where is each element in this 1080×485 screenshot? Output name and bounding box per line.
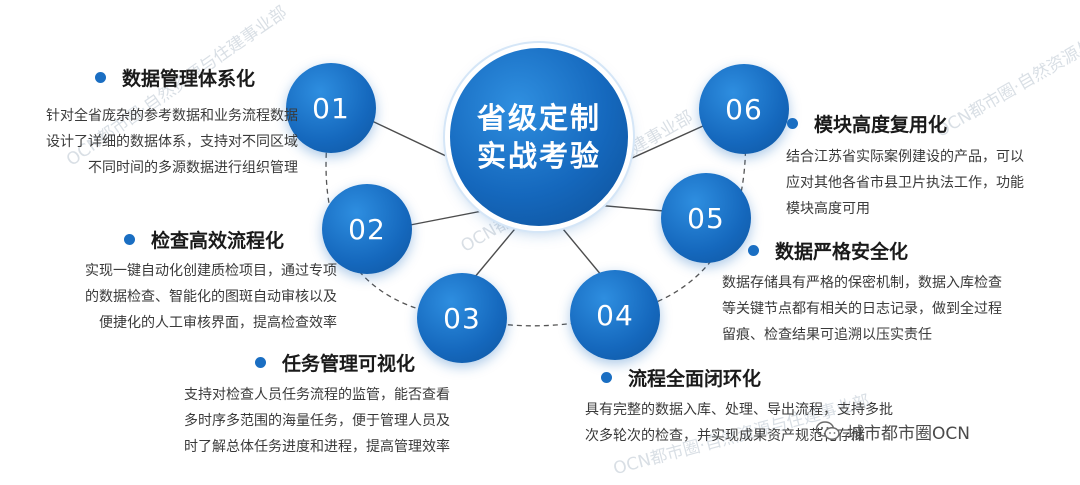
description-line: 不同时间的多源数据进行组织管理 <box>88 160 298 176</box>
description-line: 数据存储具有严格的保密机制，数据入库检查 <box>722 275 1002 291</box>
item-description-05: 数据存储具有严格的保密机制，数据入库检查 等关键节点都有相关的日志记录，做到全过… <box>722 270 1002 348</box>
item-heading-01: 数据管理体系化 <box>95 64 255 91</box>
hub-title-line-1: 省级定制 <box>476 101 601 135</box>
item-heading-06: 模块高度复用化 <box>787 110 947 137</box>
description-line: 留痕、检查结果可追溯以压实责任 <box>722 327 932 343</box>
item-heading-05: 数据严格安全化 <box>748 237 908 264</box>
description-line: 针对全省庞杂的参考数据和业务流程数据 <box>46 108 298 124</box>
bullet-dot-icon <box>748 245 759 256</box>
item-description-03: 支持对检查人员任务流程的监管，能否查看 多时序多范围的海量任务，便于管理人员及 … <box>184 382 450 460</box>
node-circle-04: 04 <box>570 270 660 360</box>
bullet-dot-icon <box>255 357 266 368</box>
node-number: 06 <box>725 92 763 126</box>
description-line: 等关键节点都有相关的日志记录，做到全过程 <box>722 301 1002 317</box>
node-number: 02 <box>348 212 386 246</box>
description-line: 设计了详细的数据体系，支持对不同区域 <box>46 134 298 150</box>
node-circle-05: 05 <box>661 173 751 263</box>
description-line: 次多轮次的检查，并实现成果资产规范化存储 <box>585 428 865 444</box>
central-hub: 省级定制 实战考验 <box>450 48 628 226</box>
hub-title-line-2: 实战考验 <box>476 139 601 173</box>
node-circle-06: 06 <box>699 64 789 154</box>
description-line: 模块高度可用 <box>786 201 870 217</box>
bullet-dot-icon <box>124 234 135 245</box>
node-circle-03: 03 <box>417 273 507 363</box>
description-line: 结合江苏省实际案例建设的产品，可以 <box>786 149 1024 165</box>
description-line: 具有完整的数据入库、处理、导出流程，支持多批 <box>585 402 893 418</box>
description-line: 实现一键自动化创建质检项目，通过专项 <box>85 263 337 279</box>
description-line: 应对其他各省市县卫片执法工作，功能 <box>786 175 1024 191</box>
bullet-dot-icon <box>95 72 106 83</box>
node-number: 01 <box>312 91 350 125</box>
node-number: 04 <box>596 298 634 332</box>
node-number: 05 <box>687 201 725 235</box>
description-line: 多时序多范围的海量任务，便于管理人员及 <box>184 413 450 429</box>
description-line: 的数据检查、智能化的图斑自动审核以及 <box>85 289 337 305</box>
wechat-icon <box>815 421 840 441</box>
item-title: 模块高度复用化 <box>814 114 948 136</box>
description-line: 时了解总体任务进度和进程，提高管理效率 <box>184 439 450 455</box>
description-line: 便捷化的人工审核界面，提高检查效率 <box>99 315 337 331</box>
item-description-04: 具有完整的数据入库、处理、导出流程，支持多批 次多轮次的检查，并实现成果资产规范… <box>585 397 893 449</box>
item-title: 任务管理可视化 <box>282 353 416 375</box>
item-description-01: 针对全省庞杂的参考数据和业务流程数据 设计了详细的数据体系，支持对不同区域 不同… <box>0 103 298 181</box>
brand-label: 城市都市圈OCN <box>847 423 970 444</box>
item-title: 流程全面闭环化 <box>628 368 762 390</box>
bullet-dot-icon <box>787 118 798 129</box>
brand-watermark: 城市都市圈OCN <box>815 418 970 444</box>
description-line: 支持对检查人员任务流程的监管，能否查看 <box>184 387 450 403</box>
item-title: 数据严格安全化 <box>775 241 909 263</box>
item-heading-02: 检查高效流程化 <box>124 226 284 253</box>
node-circle-01: 01 <box>286 63 376 153</box>
item-title: 数据管理体系化 <box>122 68 256 90</box>
bullet-dot-icon <box>601 372 612 383</box>
item-title: 检查高效流程化 <box>151 230 285 252</box>
item-heading-03: 任务管理可视化 <box>255 349 415 376</box>
item-description-02: 实现一键自动化创建质检项目，通过专项 的数据检查、智能化的图斑自动审核以及 便捷… <box>19 258 337 336</box>
item-description-06: 结合江苏省实际案例建设的产品，可以 应对其他各省市县卫片执法工作，功能 模块高度… <box>786 144 1024 222</box>
item-heading-04: 流程全面闭环化 <box>601 364 761 391</box>
node-circle-02: 02 <box>322 184 412 274</box>
node-number: 03 <box>443 301 481 335</box>
